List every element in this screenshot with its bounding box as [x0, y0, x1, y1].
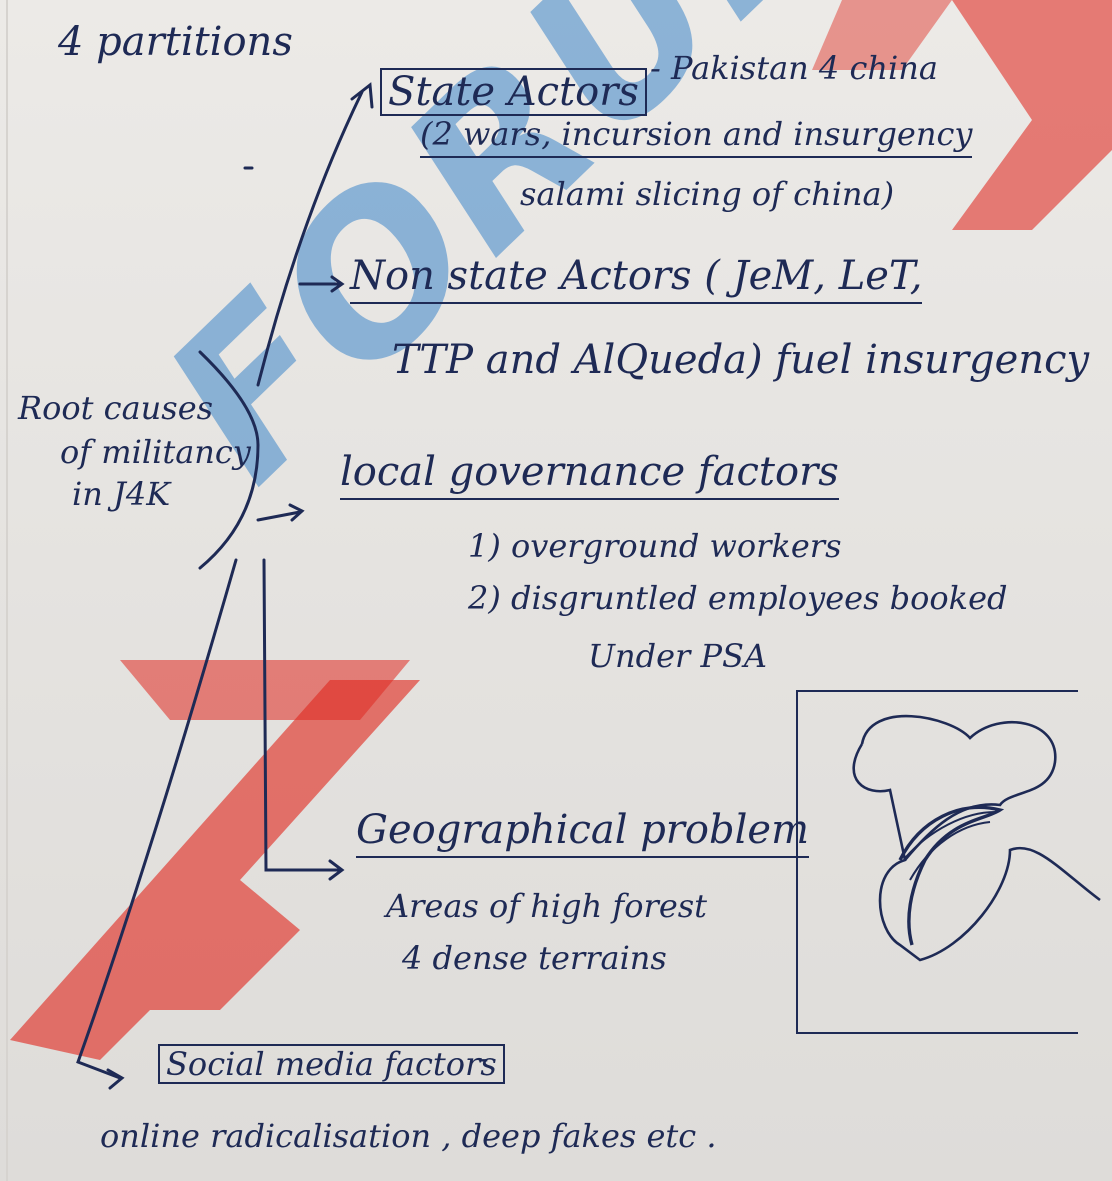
- map-sketch-frame: [796, 690, 1078, 1034]
- social-media-heading: Social media factors: [158, 1044, 505, 1084]
- geographical-line-1: Areas of high forest: [386, 890, 707, 922]
- social-media-dash: -: [478, 1042, 489, 1074]
- local-governance-item-2: 2) disgruntled employees booked: [468, 582, 1007, 614]
- state-actors-detail: (2 wars, incursion and insurgency: [420, 118, 972, 158]
- root-causes-line3: in J4K: [72, 478, 170, 510]
- state-actors-salami: salami slicing of china): [520, 178, 894, 210]
- root-causes-line2: of militancy: [60, 436, 251, 468]
- partitions-note: 4 partitions: [58, 22, 293, 62]
- geographical-heading: Geographical problem: [356, 810, 809, 858]
- root-causes-line1: Root causes: [18, 392, 213, 424]
- geographical-line-2: 4 dense terrains: [402, 942, 667, 974]
- state-actors-heading: State Actors: [380, 68, 647, 116]
- local-governance-item-1: 1) overground workers: [468, 530, 842, 562]
- local-governance-item-3: Under PSA: [588, 640, 767, 672]
- local-governance-heading: local governance factors: [340, 452, 839, 500]
- state-actors-countries: - Pakistan 4 china: [650, 52, 938, 84]
- social-media-detail: online radicalisation , deep fakes etc .: [100, 1120, 717, 1152]
- non-state-actors-groups: TTP and AlQueda) fuel insurgency: [392, 340, 1089, 380]
- non-state-actors-line: Non state Actors ( JeM, LeT,: [350, 256, 922, 304]
